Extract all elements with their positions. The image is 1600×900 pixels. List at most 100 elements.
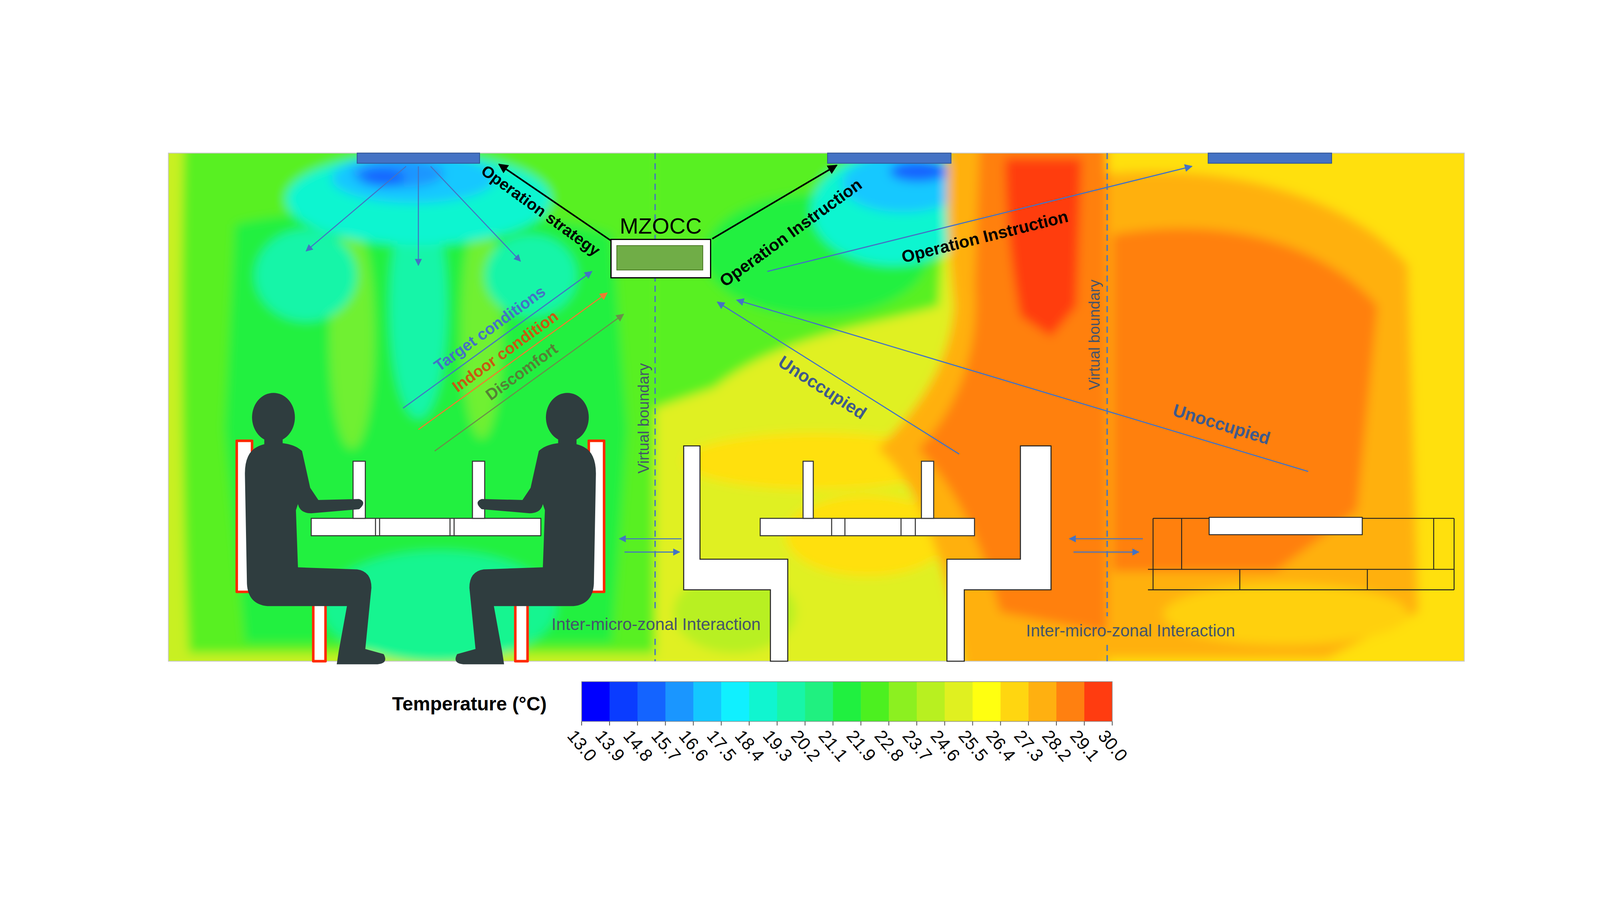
colour-bar <box>916 681 945 722</box>
colour-bar <box>1028 681 1057 722</box>
tick-label: 21.9 <box>842 726 880 766</box>
ceiling-unit <box>357 153 1332 164</box>
table <box>449 518 451 536</box>
tick-label: 25.5 <box>954 726 992 766</box>
signal-arrow <box>717 302 960 454</box>
table <box>831 518 833 536</box>
operation-label: Operation Instruction <box>899 207 1070 267</box>
virtual-boundary <box>654 638 656 662</box>
tick-label: 21.1 <box>814 726 852 766</box>
ceiling-unit <box>1208 153 1332 164</box>
table <box>760 518 975 536</box>
temperature-field <box>1112 228 1378 572</box>
tick-label: 22.8 <box>870 726 908 766</box>
temperature-field <box>889 161 947 182</box>
temperature-field <box>168 153 1465 662</box>
interaction-arrow <box>619 538 1143 552</box>
table <box>760 461 975 536</box>
colour-bar <box>1056 681 1085 722</box>
tick-mark <box>581 721 1113 726</box>
booth-outline <box>1239 569 1240 590</box>
temperature-field <box>1005 158 1082 337</box>
booth-outline <box>1433 518 1434 570</box>
occupant <box>244 392 596 665</box>
legend-title: Temperature (°C) <box>392 693 547 715</box>
tick-label: 19.3 <box>759 726 796 766</box>
table <box>921 461 934 519</box>
tick-label: 13.9 <box>591 726 629 766</box>
tick-label: 29.1 <box>1066 726 1104 766</box>
tick-label: 30.0 <box>1094 726 1132 766</box>
booth-outline <box>1152 518 1154 590</box>
zone-state-label: Unoccupied <box>1170 400 1273 449</box>
signal-arrow <box>767 166 1192 272</box>
colour-bar <box>749 681 778 722</box>
tick-label: 26.4 <box>982 726 1020 766</box>
tick-label: 17.5 <box>703 726 740 766</box>
colour-bar <box>972 681 1001 722</box>
virtual-boundary <box>1106 644 1108 662</box>
booth-outline <box>1148 517 1454 590</box>
tick-label: 14.8 <box>619 726 657 766</box>
tick-label: 16.6 <box>675 726 712 766</box>
zone-state-label: Unoccupied <box>774 352 870 424</box>
boundary-label: Virtual boundary <box>635 363 653 474</box>
temperature-field <box>255 229 358 322</box>
temperature-field <box>1107 153 1465 662</box>
table <box>375 518 377 536</box>
temperature-field <box>877 153 1108 662</box>
colour-bar <box>693 681 722 722</box>
ceiling-unit <box>827 153 952 164</box>
booth-outline <box>1181 518 1182 570</box>
table <box>311 461 541 536</box>
colour-bar <box>832 681 861 722</box>
signal-arrow <box>403 271 592 409</box>
colour-bar <box>665 681 694 722</box>
table <box>453 518 455 536</box>
colour-bar <box>581 681 610 722</box>
virtual-boundary <box>655 153 1108 662</box>
colour-bar <box>637 681 666 722</box>
colour-bar <box>1000 681 1029 722</box>
colour-bar <box>888 681 917 722</box>
tick-label: 27.3 <box>1010 726 1048 766</box>
controller-node: MZOCC <box>610 213 712 279</box>
booth-outline <box>1209 517 1363 535</box>
tick-label: 20.2 <box>787 726 824 766</box>
colour-bar <box>1084 681 1113 722</box>
controller-name: MZOCC <box>618 213 704 239</box>
colour-bar <box>609 681 638 722</box>
tick-label: 13.0 <box>563 726 601 766</box>
tick-label: 24.6 <box>926 726 964 766</box>
colour-bar <box>581 681 1113 722</box>
colour-bar <box>721 681 750 722</box>
table <box>900 518 902 536</box>
colour-bar <box>805 681 834 722</box>
colour-bar <box>860 681 889 722</box>
ceiling-unit <box>357 153 480 164</box>
interaction-arrow <box>619 538 682 540</box>
interaction-label: Inter-micro-zonal Interaction <box>1026 621 1236 640</box>
operation-label: Operation Instruction <box>716 174 866 290</box>
booth-outline <box>1453 518 1455 590</box>
operation-label: Operation strategy <box>478 161 604 260</box>
colour-bar <box>777 681 806 722</box>
temperature-field <box>655 153 1108 662</box>
booth-outline <box>1148 589 1454 590</box>
signal-arrow <box>736 300 1309 472</box>
interaction-arrow <box>624 551 680 553</box>
table <box>803 461 814 519</box>
interaction-arrow <box>1069 538 1143 540</box>
temperature-field <box>168 153 1465 662</box>
interaction-arrow <box>1073 551 1139 553</box>
table <box>353 461 366 519</box>
airflow-arrow <box>306 166 406 252</box>
virtual-boundary <box>1106 153 1108 617</box>
booth-outline <box>1148 568 1454 570</box>
colour-bar-frame <box>581 681 1113 722</box>
temperature-field <box>1107 171 1419 659</box>
booth-outline <box>1366 569 1368 590</box>
table <box>472 461 485 519</box>
